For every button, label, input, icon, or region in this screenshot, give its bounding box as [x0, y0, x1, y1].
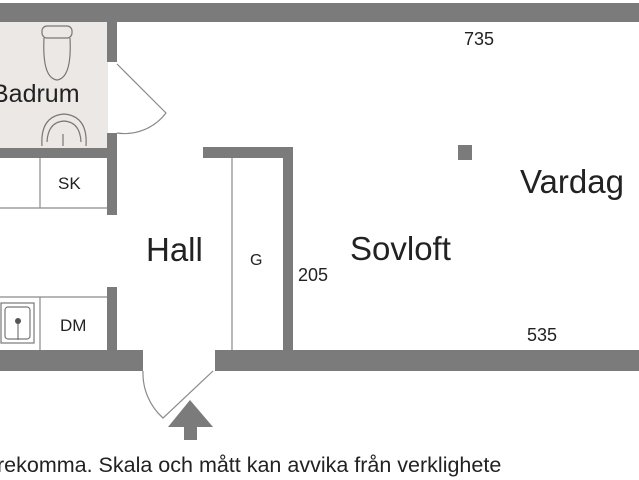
sk-cabinet	[0, 158, 107, 209]
room-label-hall: Hall	[146, 231, 203, 268]
room-label-sk: SK	[58, 174, 81, 193]
dm-cabinet	[0, 296, 107, 350]
column	[458, 145, 472, 160]
room-label-dm: DM	[60, 316, 86, 335]
kitchen-sink-icon	[0, 302, 35, 344]
walls	[0, 3, 639, 371]
room-label-badrum: Badrum	[0, 80, 80, 108]
disclaimer-text: rekomma. Skala och mått kan avvika från …	[0, 453, 501, 477]
washbasin-icon	[41, 113, 87, 147]
dimension-closet: 205	[298, 265, 328, 285]
dimension-bottom: 535	[527, 325, 557, 345]
bathroom-floor	[0, 22, 108, 148]
room-label-sovloft: Sovloft	[350, 230, 451, 267]
toilet-icon	[41, 25, 73, 81]
dimension-top: 735	[464, 29, 494, 49]
bathroom-door	[116, 63, 167, 135]
room-label-vardag: Vardag	[520, 163, 624, 200]
room-label-g: G	[250, 252, 262, 269]
entrance-door	[142, 370, 214, 419]
entrance-arrow-icon	[168, 400, 213, 440]
